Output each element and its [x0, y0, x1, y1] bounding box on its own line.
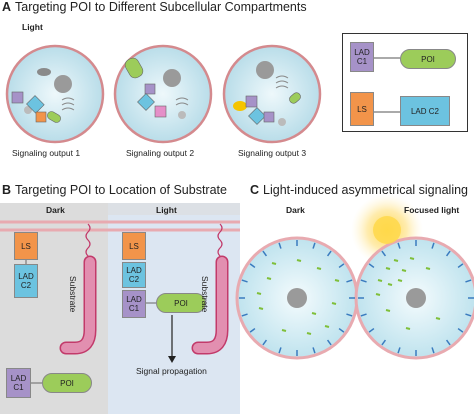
panel-a-condition: Light [22, 22, 43, 32]
output-label-1: Signaling output 1 [12, 148, 81, 158]
cell-focused-c [354, 236, 474, 360]
legend-lad-c2: LAD C2 [400, 96, 450, 126]
membrane-ticks [239, 240, 474, 356]
cell-output-1 [5, 44, 105, 144]
substrate-label-light: Substrate [200, 276, 210, 313]
substrate-dark [59, 223, 97, 355]
light-poi: POI [156, 293, 206, 313]
dark-lad-c1: LAD C1 [6, 368, 31, 398]
legend-lad-c1: LAD C1 [350, 42, 374, 72]
substrate-light [191, 223, 229, 355]
cell-output-2 [113, 44, 213, 144]
dark-ls: LS [14, 232, 38, 260]
cell-output-3 [222, 44, 322, 144]
panel-b-light: Light [156, 205, 177, 215]
light-ls: LS [122, 232, 146, 260]
panel-c-focused: Focused light [404, 205, 460, 215]
substrate-label-dark: Substrate [68, 276, 78, 313]
output-label-2: Signaling output 2 [126, 148, 195, 158]
dark-poi: POI [42, 373, 92, 393]
output-label-3: Signaling output 3 [238, 148, 307, 158]
light-lad-c2: LAD C2 [122, 262, 146, 288]
signal-propagation-label: Signal propagation [136, 366, 207, 376]
panel-b-dark: Dark [46, 205, 65, 215]
panel-c-dark: Dark [286, 205, 305, 215]
legend-ls: LS [350, 92, 374, 126]
dark-lad-c2: LAD C2 [14, 264, 38, 298]
cell-dark-c [235, 236, 359, 360]
legend-poi: POI [400, 49, 456, 69]
light-lad-c1: LAD C1 [122, 290, 146, 318]
legend-box [342, 33, 468, 132]
